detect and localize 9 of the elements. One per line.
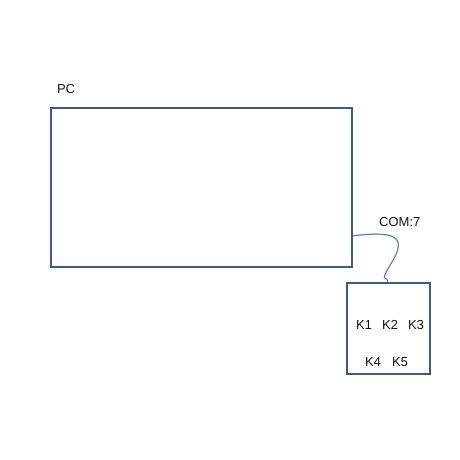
- edge-label: COM:7: [378, 214, 422, 229]
- key-label: K2: [382, 317, 398, 332]
- keypad-box: [346, 282, 431, 375]
- key-label: K4: [365, 354, 381, 369]
- cable-line: [352, 234, 399, 282]
- key-label: K5: [392, 354, 408, 369]
- key-label: K1: [356, 317, 372, 332]
- key-label: K3: [408, 317, 424, 332]
- box-heading: PC: [57, 81, 76, 96]
